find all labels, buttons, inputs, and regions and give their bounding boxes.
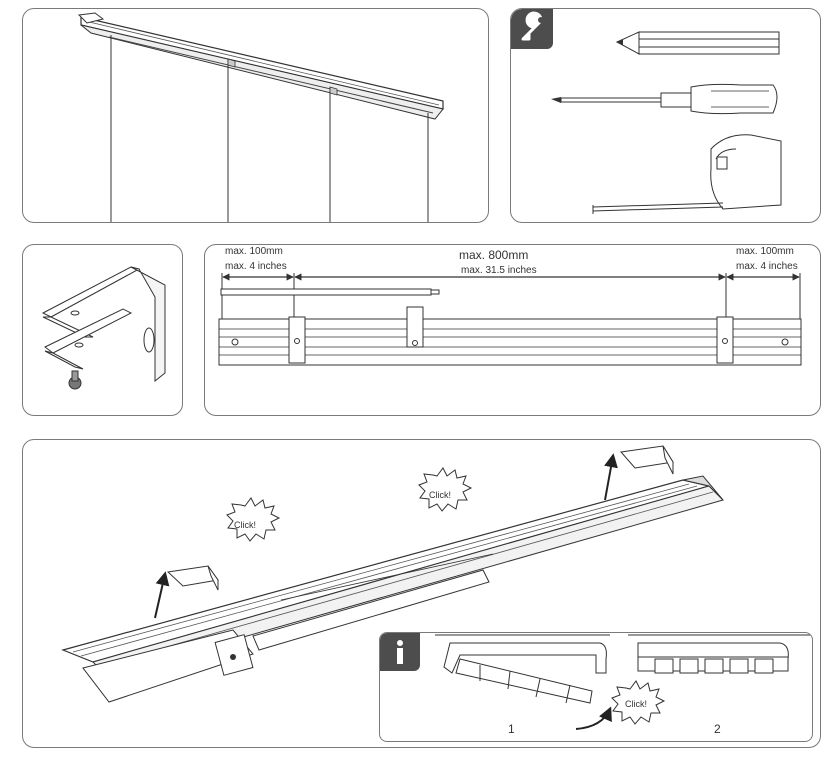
step-label-2: 2 <box>714 722 721 736</box>
panel-track-overview <box>22 8 489 223</box>
screwdriver-icon <box>551 83 778 115</box>
click-burst-center <box>418 467 473 512</box>
click-label-left: Click! <box>234 520 256 530</box>
click-label-center: Click! <box>429 490 451 500</box>
measurement-panel: max. 100mm max. 4 inches max. 800mm max.… <box>204 244 821 416</box>
info-illustration <box>435 634 810 730</box>
click-burst-left <box>226 497 281 542</box>
info-icon-glyph <box>397 640 403 664</box>
wrench-icon <box>511 9 553 49</box>
left-max-mm: max. 100mm <box>225 246 283 257</box>
panel-track-illustration <box>77 12 444 222</box>
step-label-1: 1 <box>508 722 515 736</box>
bracket-illustration <box>41 266 166 390</box>
tools-panel <box>510 8 821 223</box>
info-icon <box>380 633 420 671</box>
click-label-info: Click! <box>625 699 647 709</box>
bracket-panel <box>22 244 183 416</box>
wrench-icon-glyph <box>521 11 544 41</box>
center-max-inches: max. 31.5 inches <box>461 265 537 276</box>
info-panel: Click! 1 2 <box>379 632 813 742</box>
right-max-inches: max. 4 inches <box>736 261 798 272</box>
center-max-mm: max. 800mm <box>459 248 529 262</box>
left-max-inches: max. 4 inches <box>225 261 287 272</box>
assembly-illustration <box>61 445 724 703</box>
arrow-up-icon <box>575 706 612 730</box>
measurement-illustration <box>218 273 802 366</box>
tape-measure-icon <box>592 134 782 214</box>
click-burst-info <box>611 680 666 725</box>
right-max-mm: max. 100mm <box>736 246 794 257</box>
tools-illustration <box>551 31 782 214</box>
pencil-icon <box>615 31 780 55</box>
